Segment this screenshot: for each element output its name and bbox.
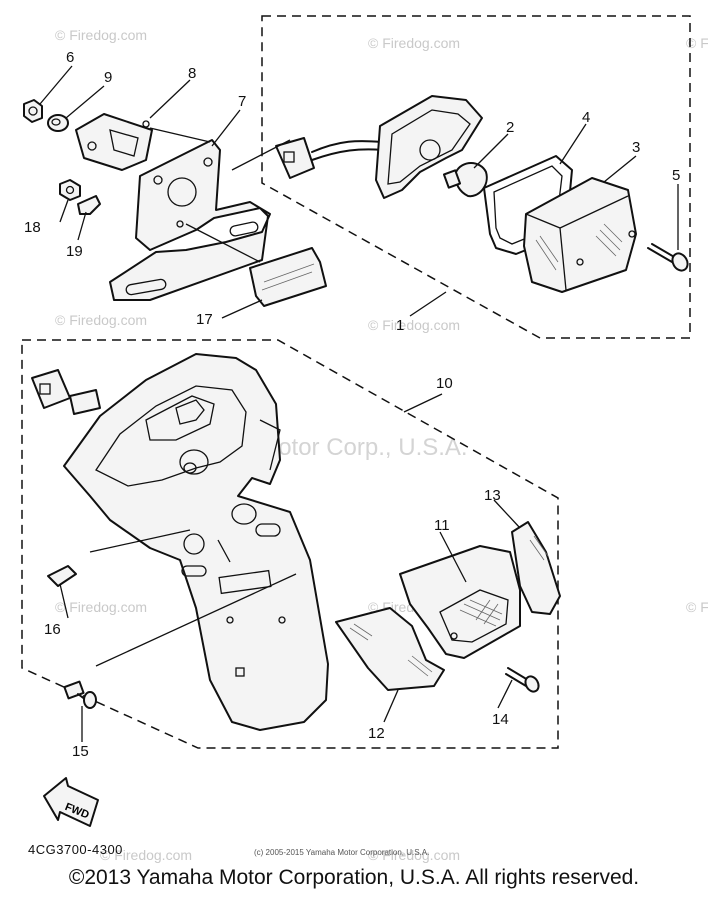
part-3-lens xyxy=(523,177,637,293)
part-16-clip xyxy=(47,565,77,587)
part-13-side-lens xyxy=(511,521,561,615)
callout-12: 12 xyxy=(368,725,385,742)
leader-lines xyxy=(39,65,679,742)
copyright-footer: ©2013 Yamaha Motor Corporation, U.S.A. A… xyxy=(68,866,640,889)
part-12-lens xyxy=(335,607,445,691)
callout-4: 4 xyxy=(582,109,590,126)
callout-8: 8 xyxy=(188,65,196,82)
part-11-lamp-housing xyxy=(399,545,521,659)
watermark: © Firedog.com xyxy=(686,35,708,51)
rear-fender-housing xyxy=(63,353,329,731)
callout-11: 11 xyxy=(434,517,450,534)
part-9-collar xyxy=(47,114,69,132)
callout-18: 18 xyxy=(24,219,41,236)
callout-3: 3 xyxy=(632,139,640,156)
callout-14: 14 xyxy=(492,711,509,728)
watermark: © Firedog.com xyxy=(100,847,192,863)
callout-6: 6 xyxy=(66,49,74,66)
callout-1: 1 xyxy=(396,317,404,334)
fwd-arrow-icon: FWD xyxy=(43,777,99,827)
watermark: © Firedog.com xyxy=(55,27,147,43)
part-18-nut xyxy=(59,179,81,201)
callout-19: 19 xyxy=(66,243,83,260)
watermark: © Firedog.com xyxy=(368,317,460,333)
part-8-bracket xyxy=(75,113,153,171)
callout-labels: 6 9 8 7 18 19 17 1 2 4 3 5 10 13 11 16 1… xyxy=(24,49,680,760)
part-7-license-bracket xyxy=(109,139,271,301)
watermark: © Firedog.com xyxy=(368,847,460,863)
part-2-bulb xyxy=(442,162,488,198)
watermark: © Firedog.com xyxy=(368,35,460,51)
callout-13: 13 xyxy=(484,487,501,504)
callout-15: 15 xyxy=(72,743,89,760)
callout-17: 17 xyxy=(196,311,213,328)
watermark: © Firedog.com xyxy=(686,599,708,615)
assembly-10-boundary xyxy=(21,339,559,749)
callout-2: 2 xyxy=(506,119,514,136)
diagram-id: 4CG3700-4300 xyxy=(28,842,123,857)
watermark: © Firedog.com xyxy=(55,312,147,328)
part-5-screw xyxy=(647,243,689,272)
taillight-base xyxy=(375,95,483,199)
part-14-screw xyxy=(505,667,540,693)
callout-10: 10 xyxy=(436,375,453,392)
part-15-bolt xyxy=(63,680,97,709)
part-19-clip xyxy=(77,195,101,215)
assembly-1-connector xyxy=(275,137,385,179)
callout-7: 7 xyxy=(238,93,246,110)
callout-16: 16 xyxy=(44,621,61,638)
callout-9: 9 xyxy=(104,69,112,86)
small-copyright: (c) 2005-2015 Yamaha Motor Corporation, … xyxy=(254,848,430,857)
callout-5: 5 xyxy=(672,167,680,184)
part-17-reflector xyxy=(249,247,327,307)
watermark: © Firedog.com xyxy=(55,599,147,615)
assembly-10-connector xyxy=(31,369,101,415)
part-6-nut xyxy=(23,99,43,123)
